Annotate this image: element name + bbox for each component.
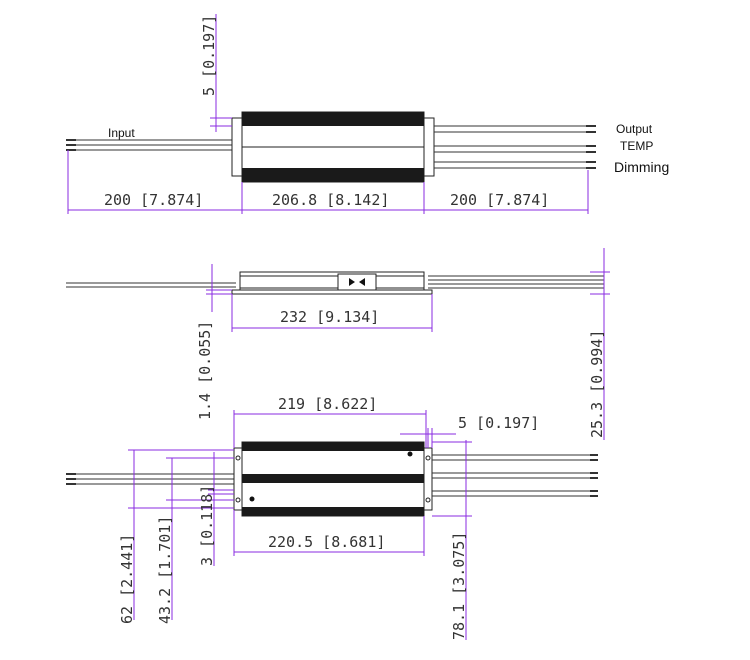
driver-body-bottom <box>233 441 433 517</box>
dim-slot-text: 3 [0.118] <box>198 485 216 566</box>
dim-body-length-text: 220.5 [8.681] <box>268 533 385 551</box>
dim-side-flange: 1.4 [0.055] <box>196 264 232 420</box>
dim-side-length-text: 232 [9.134] <box>280 308 379 326</box>
dim-edge-text: 5 [0.197] <box>458 414 539 432</box>
dim-input-wire-text: 200 [7.874] <box>104 191 203 209</box>
temp-label: TEMP <box>620 139 653 153</box>
side-view: 232 [9.134] 1.4 [0.055] 25.3 [0.994] <box>66 248 610 440</box>
dim-top-height-text: 5 [0.197] <box>200 15 218 96</box>
dim-side-flange-text: 1.4 [0.055] <box>196 321 214 420</box>
dim-side-height-text: 25.3 [0.994] <box>588 330 606 438</box>
bottom-view: 219 [8.622] 5 [0.197] 220.5 [8.681] 62 [… <box>66 395 598 640</box>
dim-width-432: 43.2 [1.701] <box>156 457 234 624</box>
driver-body-side <box>231 271 433 295</box>
dim-side-height: 25.3 [0.994] <box>588 248 610 440</box>
driver-body-top <box>231 111 435 183</box>
dim-side-length: 232 [9.134] <box>231 294 433 332</box>
dim-case-length-text: 206.8 [8.142] <box>272 191 389 209</box>
dim-hole-spacing-text: 219 [8.622] <box>278 395 377 413</box>
dim-output-wire-text: 200 [7.874] <box>450 191 549 209</box>
input-label: Input <box>108 126 135 140</box>
dim-total-width: 78.1 [3.075] <box>432 440 472 640</box>
output-label: Output <box>616 122 653 136</box>
dim-top-lengths: 200 [7.874] 206.8 [8.142] 200 [7.874] <box>67 150 589 214</box>
input-wires <box>66 139 232 151</box>
dim-edge: 5 [0.197] <box>400 414 539 448</box>
dim-top-height: 5 [0.197] <box>200 14 232 132</box>
dimming-label: Dimming <box>614 159 669 175</box>
dim-width-62: 62 [2.441] <box>118 449 234 624</box>
dim-total-width-text: 78.1 [3.075] <box>450 532 468 640</box>
dim-slot: 3 [0.118] <box>198 452 234 566</box>
dim-hole-spacing: 219 [8.622] <box>233 395 427 448</box>
top-view: Input Output TEMP Dimming 5 [0.197] 200 … <box>66 14 669 214</box>
dim-body-length: 220.5 [8.681] <box>233 510 425 556</box>
dim-width-432-text: 43.2 [1.701] <box>156 516 174 624</box>
dim-width-62-text: 62 [2.441] <box>118 534 136 624</box>
output-wires <box>434 125 596 169</box>
